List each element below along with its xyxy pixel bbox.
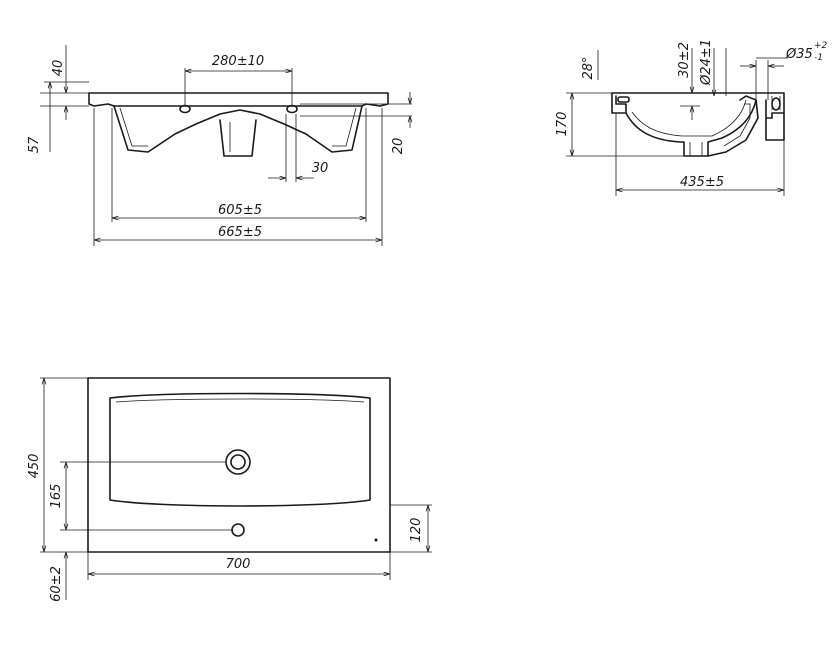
top-corner-mark — [374, 538, 378, 542]
top-bowl — [109, 392, 371, 507]
dim-24: Ø24±1 — [699, 39, 714, 86]
dim-435: 435±5 — [680, 175, 724, 190]
front-view: 280±10 40 57 20 30 605±5 665±5 — [27, 45, 412, 246]
dim-35-tol-upper: +2 — [814, 41, 828, 51]
side-drain — [689, 142, 703, 156]
top-outline — [87, 377, 391, 553]
side-tap-hole-ellipse — [771, 97, 781, 111]
top-bowl-inner-rim — [115, 398, 365, 403]
dim-665: 665±5 — [218, 225, 262, 240]
top-view: 450 165 60±2 120 700 — [27, 377, 432, 602]
overflow-slot — [617, 96, 630, 103]
dim-280: 280±10 — [212, 54, 264, 69]
dim-28deg: 28° — [581, 56, 596, 79]
dim-35: Ø35 — [785, 47, 813, 62]
side-front-lip — [611, 92, 627, 114]
dim-60: 60±2 — [49, 566, 64, 602]
side-overflow-channel — [707, 95, 759, 157]
top-drain-outer — [225, 449, 251, 475]
side-slab — [611, 92, 785, 119]
dim-170: 170 — [555, 112, 570, 137]
dim-30: 30 — [312, 161, 329, 176]
top-tap-hole — [231, 523, 245, 537]
side-channel-inner — [723, 103, 751, 147]
dim-120: 120 — [409, 518, 424, 543]
front-inner-right — [332, 107, 357, 147]
side-bowl-inner — [631, 99, 747, 137]
dim-700: 700 — [226, 557, 251, 572]
dim-450: 450 — [27, 454, 42, 479]
dim-605: 605±5 — [218, 203, 262, 218]
side-back-wall — [765, 99, 785, 141]
side-bowl-outer — [625, 99, 757, 157]
dim-165: 165 — [49, 484, 64, 509]
top-drain-inner — [230, 454, 246, 470]
front-bowl — [113, 105, 363, 153]
dim-57: 57 — [27, 136, 42, 153]
front-drain — [219, 119, 257, 157]
front-slab — [88, 92, 389, 107]
dim-35-tol-lower: -1 — [814, 53, 823, 63]
dim-20: 20 — [391, 138, 406, 155]
dim-30-2: 30±2 — [677, 42, 692, 78]
side-view: 28° 170 30±2 Ø24±1 Ø35 +2 -1 435±5 — [555, 39, 828, 196]
front-inner-left — [119, 107, 148, 147]
dim-40: 40 — [51, 60, 66, 77]
